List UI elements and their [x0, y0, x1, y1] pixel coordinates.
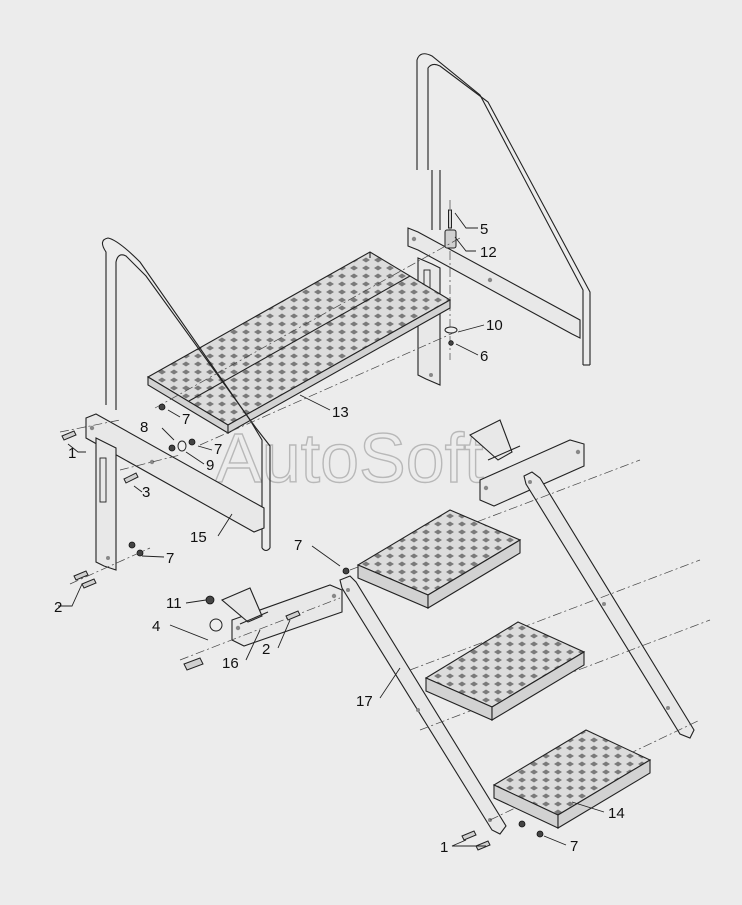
callout-7-d: 7: [294, 537, 302, 554]
right-stringer: [523, 471, 695, 739]
pin-assembly: [444, 200, 458, 360]
callout-1-upper: 1: [68, 445, 76, 462]
nut-8: [168, 444, 176, 452]
callout-12: 12: [480, 244, 497, 261]
callout-2-b: 2: [262, 641, 270, 658]
nut-7e-a: [518, 820, 526, 828]
washer-9: [177, 440, 187, 452]
washer-4: [209, 618, 223, 632]
nut-7c-b: [136, 549, 144, 557]
step-tread-2: [424, 621, 586, 721]
nut-7e-b: [536, 830, 544, 838]
step-tread-1: [356, 509, 522, 609]
callout-3: 3: [142, 484, 150, 501]
callout-4: 4: [152, 618, 160, 635]
callout-16: 16: [222, 655, 239, 672]
callout-15: 15: [190, 529, 207, 546]
callout-13: 13: [332, 404, 349, 421]
nut-6: [448, 340, 454, 346]
callout-labels: 1 3 5 12 10 6 7 13 8 7 9 7 15 2 7 11 4 1…: [54, 221, 625, 856]
nut-7a: [158, 403, 166, 411]
bolt-1a-lower: [461, 830, 477, 841]
callout-2-a: 2: [54, 599, 62, 616]
bolt-1b-lower: [475, 840, 491, 851]
upper-platform-13: [146, 251, 452, 434]
callout-10: 10: [486, 317, 503, 334]
callout-14: 14: [608, 805, 625, 822]
nut-11: [205, 595, 215, 605]
callout-11: 11: [166, 595, 182, 612]
callout-1-lower: 1: [440, 839, 448, 856]
nut-7d: [342, 567, 350, 575]
washer-10: [444, 326, 458, 334]
bolt-lower-long: [183, 657, 204, 671]
bolt-2b: [81, 578, 97, 589]
upper-left-handrail: [101, 237, 271, 552]
bolt-5: [448, 209, 452, 229]
upper-right-handrail: [416, 53, 591, 366]
bolt-3: [123, 472, 139, 484]
lower-right-hook-bracket: [469, 419, 585, 507]
fasteners-lower: [183, 567, 544, 851]
callout-7-e: 7: [570, 838, 578, 855]
callout-5: 5: [480, 221, 488, 238]
callout-7-a: 7: [182, 411, 190, 428]
fasteners-upper-left: [61, 403, 196, 589]
bolt-2c: [285, 610, 301, 621]
callout-7-c: 7: [166, 550, 174, 567]
left-stringer-17: [339, 575, 507, 835]
upper-left-bracket-15: [85, 413, 265, 571]
nut-7b: [188, 438, 196, 446]
watermark-text: AutoSoft: [215, 419, 484, 497]
spacer-12: [444, 229, 457, 249]
callout-9: 9: [206, 457, 214, 474]
callout-6: 6: [480, 348, 488, 365]
callout-7-b: 7: [214, 441, 222, 458]
bolt-2a: [73, 570, 89, 581]
bolt-1-upper: [61, 430, 77, 441]
step-tread-14: [492, 729, 652, 829]
callout-17: 17: [356, 693, 373, 710]
callout-8: 8: [140, 419, 148, 436]
leader-lines: [58, 212, 605, 847]
nut-7c-a: [128, 541, 136, 549]
